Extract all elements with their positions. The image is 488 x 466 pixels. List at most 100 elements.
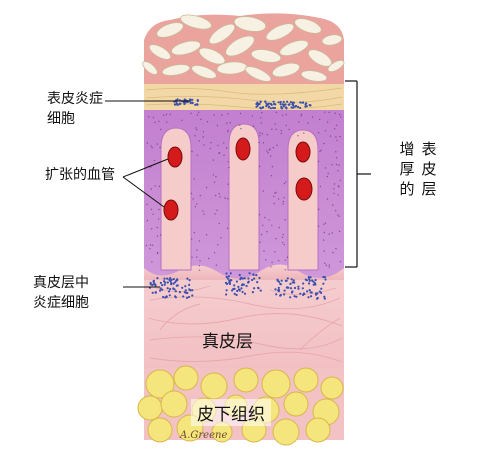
inflammatory-cell <box>322 282 325 285</box>
inflammatory-cell <box>290 106 293 109</box>
stipple-dot <box>198 265 200 267</box>
stipple-dot <box>196 128 198 131</box>
inflammatory-cell <box>257 287 260 290</box>
inflammatory-cell <box>258 276 261 280</box>
stipple-dot <box>203 144 205 146</box>
inflammatory-cell <box>290 278 293 281</box>
stipple-dot <box>270 175 273 177</box>
stipple-dot <box>156 235 159 237</box>
stipple-dot <box>146 219 149 222</box>
stipple-dot <box>259 135 261 137</box>
inflammatory-cell <box>267 102 270 105</box>
inflammatory-cell <box>283 103 286 106</box>
stipple-dot <box>319 118 321 121</box>
scale-flake <box>321 34 343 46</box>
stipple-dot <box>280 132 283 135</box>
stipple-dot <box>228 166 230 169</box>
inflammatory-cell <box>261 106 264 109</box>
stipple-dot <box>151 147 153 149</box>
stipple-dot <box>198 111 200 114</box>
stipple-dot <box>150 188 152 190</box>
stipple-dot <box>326 198 329 200</box>
stipple-dot <box>220 237 222 239</box>
inflammatory-cell <box>166 277 169 280</box>
stipple-dot <box>217 144 219 147</box>
inflammatory-cell <box>253 277 256 280</box>
stipple-dot <box>191 256 193 258</box>
inflammatory-cell <box>285 286 288 289</box>
inflammatory-cell <box>176 278 179 281</box>
stipple-dot <box>199 195 201 197</box>
stipple-dot <box>266 231 268 233</box>
inflammatory-cell <box>188 283 191 286</box>
stipple-dot <box>339 261 342 263</box>
stipple-dot <box>337 214 339 216</box>
stipple-dot <box>273 202 275 205</box>
stipple-dot <box>196 249 198 251</box>
inflammatory-cell <box>189 289 192 292</box>
stipple-dot <box>283 182 286 185</box>
stipple-dot <box>196 256 198 258</box>
scale-flake <box>208 23 236 45</box>
stipple-dot <box>202 210 204 212</box>
inflammatory-cell <box>159 287 162 290</box>
stipple-dot <box>202 136 204 138</box>
fat-lobule <box>320 376 344 400</box>
scale-flake <box>244 66 272 82</box>
stipple-dot <box>158 185 161 188</box>
label-dermal-inflammatory-cells: 真皮层中 炎症细胞 <box>33 273 89 313</box>
stipple-dot <box>282 200 285 203</box>
stipple-dot <box>198 140 201 142</box>
stipple-dot <box>274 251 276 253</box>
inflammatory-cell <box>231 289 234 292</box>
stipple-dot <box>288 128 290 131</box>
inflammatory-cell <box>304 105 307 108</box>
stipple-dot <box>258 165 261 168</box>
inflammatory-cell <box>184 285 187 288</box>
stipple-dot <box>263 250 265 252</box>
inflammatory-cell <box>187 295 191 299</box>
inflammatory-cell <box>225 282 229 285</box>
inflammatory-cell <box>191 294 194 297</box>
fat-lobule <box>283 391 309 417</box>
inflammatory-cell <box>229 272 232 275</box>
stipple-dot <box>273 195 275 198</box>
stipple-dot <box>151 261 153 263</box>
inflammatory-cell <box>279 100 282 104</box>
inflammatory-cell <box>289 287 293 290</box>
inflammatory-cell <box>264 100 267 103</box>
stipple-dot <box>198 240 201 242</box>
stipple-dot <box>154 185 156 187</box>
inflammatory-cell <box>305 279 308 282</box>
stipple-dot <box>278 226 280 229</box>
inflammatory-cell <box>161 284 164 287</box>
stipple-dot <box>271 128 273 130</box>
inflammatory-cell <box>272 100 275 103</box>
stipple-dot <box>261 132 263 135</box>
stipple-dot <box>194 135 196 137</box>
stipple-dot <box>300 113 303 116</box>
inflammatory-cell <box>163 280 166 283</box>
inflammatory-cell <box>306 290 309 293</box>
stipple-dot <box>335 210 337 212</box>
stipple-dot <box>324 222 327 224</box>
stipple-dot <box>270 266 272 268</box>
inflammatory-cells <box>148 98 327 300</box>
stipple-dot <box>219 152 221 154</box>
stipple-dot <box>227 129 229 132</box>
artist-signature: A.Greene <box>180 430 228 441</box>
inflammatory-cell <box>248 272 251 275</box>
stipple-dot <box>298 121 300 123</box>
stipple-dot <box>324 111 326 113</box>
stipple-dot <box>196 114 199 116</box>
dilated-blood-vessels <box>163 137 313 221</box>
inflammatory-cell <box>194 103 197 106</box>
stipple-dot <box>205 234 208 236</box>
stipple-dot <box>146 203 148 206</box>
inflammatory-cell <box>251 291 254 294</box>
stipple-dot <box>148 116 150 118</box>
stipple-dot <box>324 262 326 264</box>
stipple-dot <box>333 192 335 194</box>
scale-flake <box>250 49 282 63</box>
